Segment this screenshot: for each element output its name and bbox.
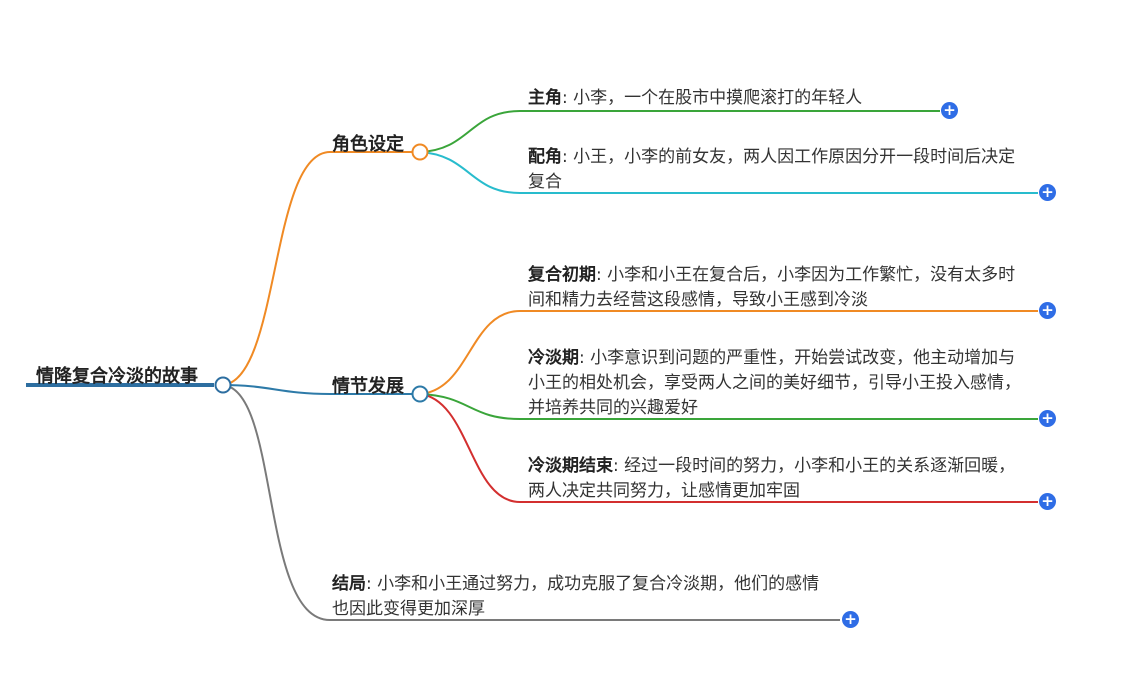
connector-b2-c2: [419, 393, 1038, 420]
node-cold-period-text: 小李意识到问题的严重性，开始尝试改变，他主动增加与小王的相处机会，享受两人之间的…: [528, 348, 1021, 418]
root-topic[interactable]: 情降复合冷淡的故事: [36, 366, 198, 387]
connector-b2-c3: [419, 393, 1038, 503]
branch-1-joint-circle[interactable]: [411, 143, 429, 161]
connector-b2-c1: [419, 310, 1038, 395]
node-protagonist-sep: :: [562, 88, 568, 108]
node-protagonist[interactable]: 主角: 小李，一个在股市中摸爬滚打的年轻人: [528, 86, 948, 111]
node-cold-period[interactable]: 冷淡期: 小李意识到问题的严重性，开始尝试改变，他主动增加与小王的相处机会，享受…: [528, 346, 1028, 421]
node-supporting-role-label: 配角: [528, 147, 562, 167]
root-joint-circle[interactable]: [214, 376, 232, 394]
node-ending[interactable]: 结局: 小李和小王通过努力，成功克服了复合冷淡期，他们的感情也因此变得更加深厚: [332, 572, 832, 622]
expand-supporting-role-button[interactable]: +: [1039, 184, 1056, 201]
node-early-reunion-sep: :: [596, 265, 602, 285]
node-early-reunion-label: 复合初期: [528, 265, 596, 285]
node-protagonist-text: 小李，一个在股市中摸爬滚打的年轻人: [567, 88, 863, 108]
expand-early-reunion-button[interactable]: +: [1039, 302, 1056, 319]
node-ending-label: 结局: [332, 574, 366, 594]
node-cold-period-end-text: 经过一段时间的努力，小李和小王的关系逐渐回暖，两人决定共同努力，让感情更加牢固: [528, 456, 1016, 501]
expand-protagonist-button[interactable]: +: [941, 102, 958, 119]
node-early-reunion-text: 小李和小王在复合后，小李因为工作繁忙，没有太多时间和精力去经营这段感情，导致小王…: [528, 265, 1016, 310]
node-supporting-role-sep: :: [562, 147, 568, 167]
expand-cold-period-button[interactable]: +: [1039, 410, 1056, 427]
branch-topic-plot-development[interactable]: 情节发展: [332, 376, 404, 397]
node-cold-period-sep: :: [579, 348, 585, 368]
node-cold-period-label: 冷淡期: [528, 348, 579, 368]
node-cold-period-end[interactable]: 冷淡期结束: 经过一段时间的努力，小李和小王的关系逐渐回暖，两人决定共同努力，让…: [528, 454, 1028, 504]
branch-topic-role-setting[interactable]: 角色设定: [332, 134, 404, 155]
node-ending-text: 小李和小王通过努力，成功克服了复合冷淡期，他们的感情也因此变得更加深厚: [332, 574, 820, 619]
branch-2-joint-circle[interactable]: [411, 385, 429, 403]
node-early-reunion[interactable]: 复合初期: 小李和小王在复合后，小李因为工作繁忙，没有太多时间和精力去经营这段感…: [528, 263, 1028, 313]
node-cold-period-end-label: 冷淡期结束: [528, 456, 613, 476]
connector-b1-c1: [419, 110, 940, 153]
connector-root-branch-2: [222, 384, 412, 395]
connector-root-branch-3: [222, 384, 840, 621]
node-supporting-role[interactable]: 配角: 小王，小李的前女友，两人因工作原因分开一段时间后决定复合: [528, 145, 1028, 195]
connector-root-branch-1: [222, 151, 412, 386]
expand-cold-period-end-button[interactable]: +: [1039, 493, 1056, 510]
node-protagonist-label: 主角: [528, 88, 562, 108]
node-ending-sep: :: [366, 574, 372, 594]
connector-b1-c2: [419, 151, 1038, 194]
node-cold-period-end-sep: :: [613, 456, 619, 476]
node-supporting-role-text: 小王，小李的前女友，两人因工作原因分开一段时间后决定复合: [528, 147, 1016, 192]
expand-ending-button[interactable]: +: [842, 611, 859, 628]
